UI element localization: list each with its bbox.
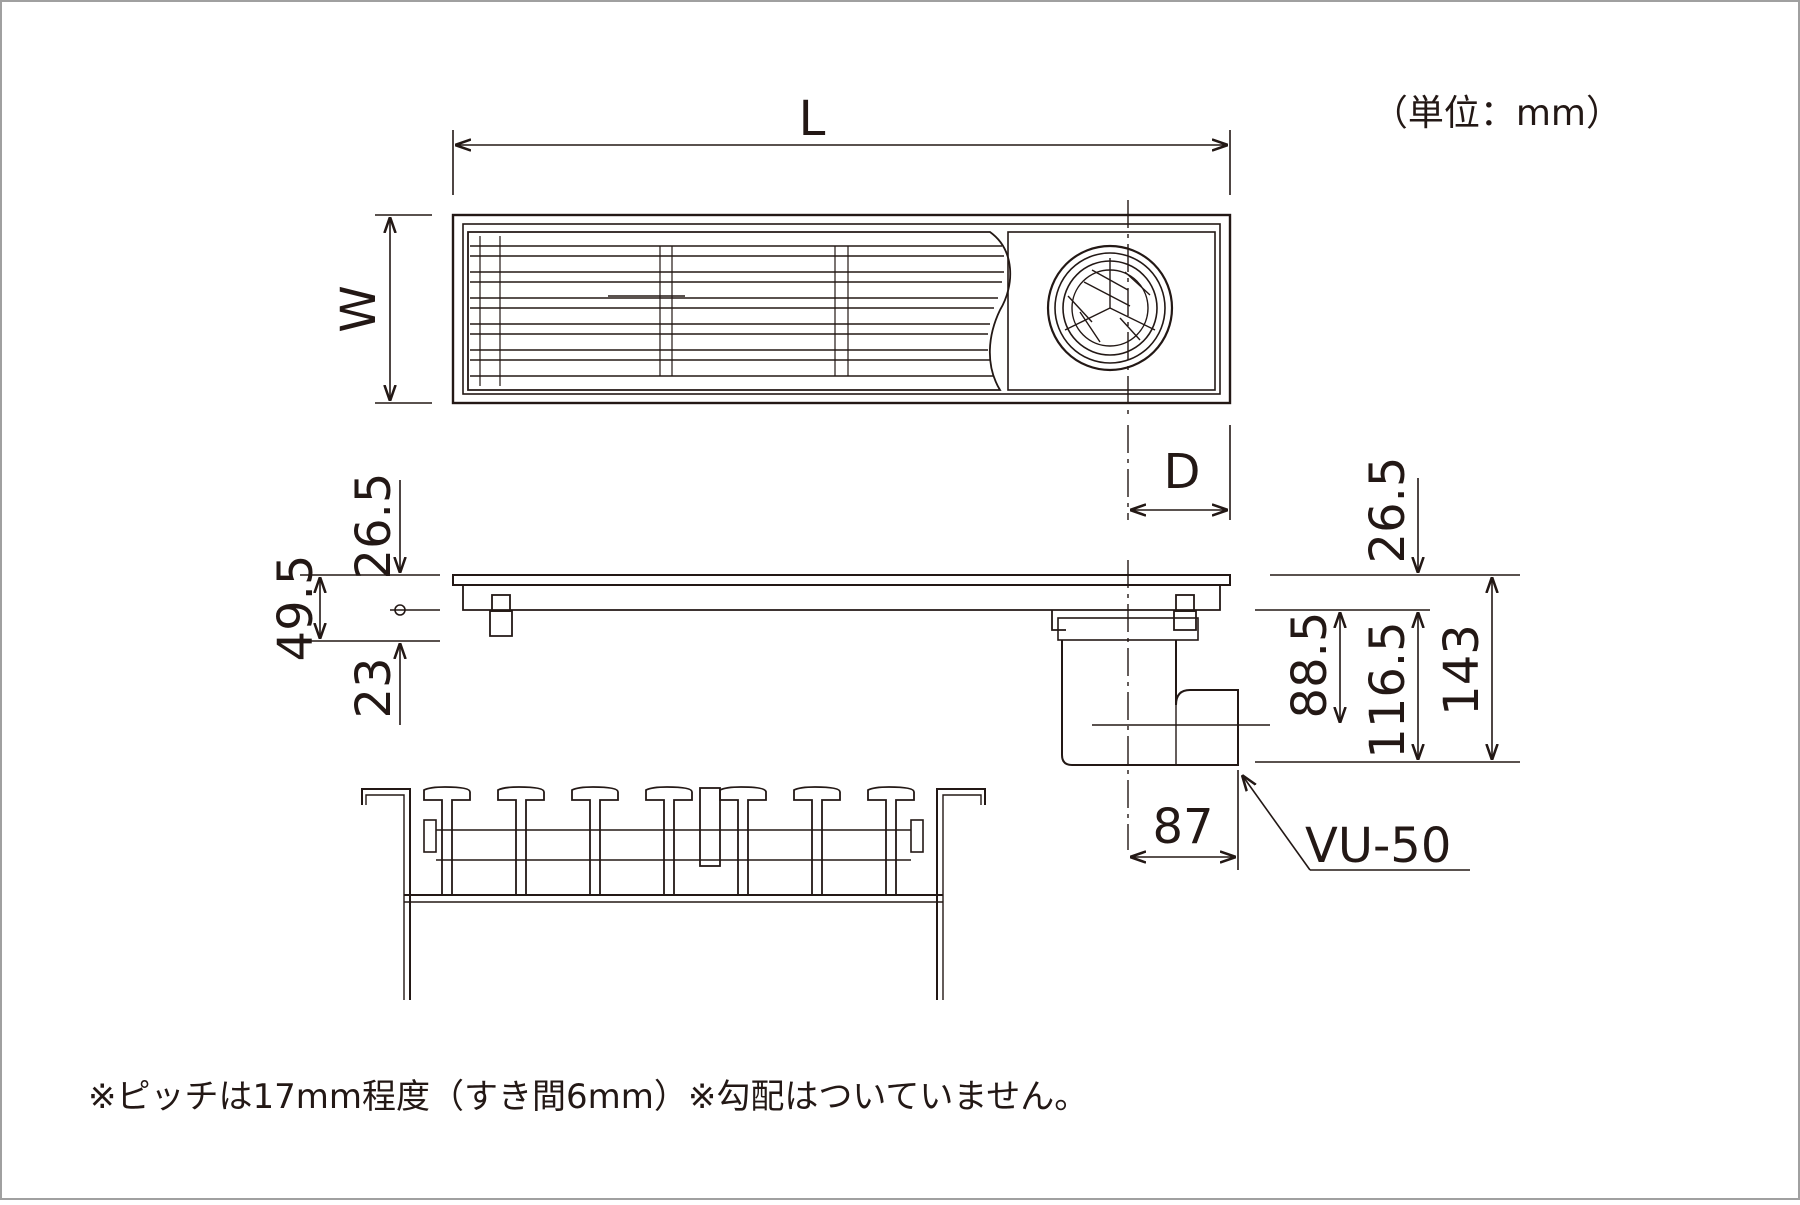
- side-view: [300, 425, 1520, 871]
- section-view: [361, 786, 986, 1000]
- pipe-label: VU-50: [1305, 818, 1451, 874]
- footnote: ※ピッチは17mm程度（すき間6mm）※勾配はついていません。: [88, 1077, 1088, 1117]
- top-view: [375, 130, 1232, 420]
- dim-width-label: W: [331, 285, 387, 332]
- dim-total-height: 143: [1434, 624, 1490, 716]
- dim-outlet-bottom-height: 116.5: [1360, 621, 1416, 758]
- dim-outlet-distance: 87: [1152, 799, 1213, 855]
- dim-outlet-offset-label: D: [1164, 444, 1201, 500]
- unit-note: （単位：mm）: [1372, 93, 1622, 134]
- dim-frame-height: 49.5: [268, 555, 324, 662]
- dim-outlet-center-height: 88.5: [1282, 612, 1338, 719]
- dim-flange-height: 23: [346, 657, 402, 718]
- dim-cover-height-right: 26.5: [1360, 457, 1416, 564]
- dim-length-label: L: [799, 91, 826, 147]
- dim-cover-height-left: 26.5: [346, 473, 402, 580]
